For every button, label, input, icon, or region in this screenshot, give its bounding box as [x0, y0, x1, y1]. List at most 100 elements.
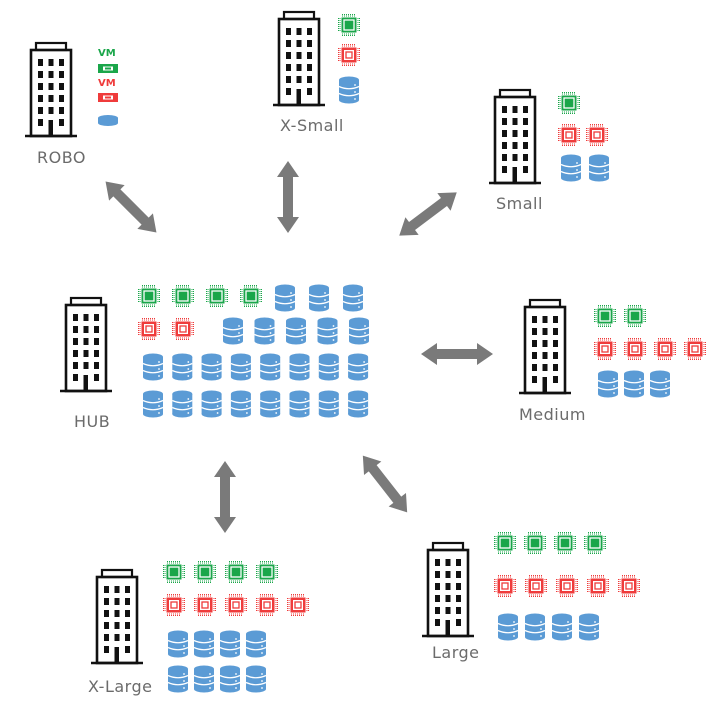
hub-storage-icon — [230, 352, 252, 382]
large-standby-vm-icon — [586, 574, 610, 598]
hub-storage-icon — [347, 389, 369, 419]
hub-building-icon — [58, 296, 114, 393]
medium-standby-vm-icon — [653, 337, 677, 361]
hub-storage-icon — [342, 283, 364, 313]
large-standby-vm-icon — [524, 574, 548, 598]
x-small-active-vm-icon — [337, 13, 361, 37]
bidirectional-arrow-hub-x-large — [214, 461, 236, 533]
large-storage-icon — [551, 612, 573, 642]
hub-storage-icon — [142, 389, 164, 419]
x-small-label: X-Small — [280, 116, 344, 135]
large-active-vm-icon — [553, 531, 577, 555]
hub-storage-icon — [308, 283, 330, 313]
large-storage-icon — [578, 612, 600, 642]
medium-standby-vm-icon — [623, 337, 647, 361]
bidirectional-arrow-hub-x-small — [277, 161, 299, 233]
hub-active-vm-icon — [171, 284, 195, 308]
x-large-active-vm-icon — [255, 560, 279, 584]
hub-storage-icon — [318, 352, 340, 382]
medium-building-icon — [517, 298, 573, 395]
x-large-storage-icon — [193, 629, 215, 659]
x-large-active-vm-icon — [224, 560, 248, 584]
x-large-label: X-Large — [88, 677, 153, 696]
large-standby-vm-icon — [555, 574, 579, 598]
x-small-building-icon — [271, 10, 327, 107]
hub-storage-icon — [288, 389, 311, 419]
x-large-standby-vm-icon — [224, 593, 248, 617]
hub-storage-icon — [259, 389, 281, 419]
x-large-active-vm-icon — [162, 560, 186, 584]
robo-active-vm-tag: VM — [98, 48, 116, 59]
hub-storage-icon — [285, 316, 307, 346]
hub-storage-icon — [230, 389, 252, 419]
medium-storage-icon — [623, 369, 645, 399]
hub-active-vm-icon — [137, 284, 161, 308]
hub-storage-icon — [171, 389, 193, 419]
large-label: Large — [432, 643, 480, 662]
hub-storage-icon — [253, 316, 276, 346]
robo-storage-icon — [98, 115, 118, 126]
x-large-storage-icon — [167, 664, 189, 694]
medium-label: Medium — [519, 405, 586, 424]
x-large-standby-vm-icon — [193, 593, 217, 617]
hub-storage-icon — [274, 283, 296, 313]
x-small-standby-vm-icon — [337, 43, 361, 67]
large-active-vm-icon — [493, 531, 517, 555]
small-active-vm-icon — [557, 91, 581, 115]
medium-standby-vm-icon — [593, 337, 617, 361]
bidirectional-arrow-hub-robo — [97, 173, 165, 241]
large-storage-icon — [524, 612, 546, 642]
x-large-storage-icon — [167, 629, 189, 659]
hub-label: HUB — [74, 412, 111, 431]
hub-storage-icon — [200, 389, 223, 419]
robo-building-icon — [23, 41, 79, 138]
x-large-storage-icon — [245, 629, 267, 659]
x-large-active-vm-icon — [193, 560, 217, 584]
x-large-storage-icon — [219, 629, 241, 659]
small-building-icon — [487, 88, 543, 185]
medium-storage-icon — [649, 369, 671, 399]
large-active-vm-icon — [583, 531, 607, 555]
medium-active-vm-icon — [593, 304, 617, 328]
large-active-vm-icon — [523, 531, 547, 555]
x-large-standby-vm-icon — [162, 593, 186, 617]
hub-storage-icon — [347, 352, 369, 382]
hub-standby-vm-icon — [137, 317, 161, 341]
small-label: Small — [496, 194, 543, 213]
bidirectional-arrow-hub-large — [354, 448, 416, 520]
robo-standby-vm-icon — [98, 93, 118, 102]
hub-storage-icon — [288, 352, 311, 382]
robo-standby-vm-tag: VM — [98, 78, 116, 89]
x-large-standby-vm-icon — [255, 593, 279, 617]
large-standby-vm-icon — [493, 574, 517, 598]
hub-standby-vm-icon — [171, 317, 195, 341]
x-large-storage-icon — [245, 664, 267, 694]
large-storage-icon — [497, 612, 519, 642]
large-standby-vm-icon — [617, 574, 641, 598]
medium-storage-icon — [597, 369, 619, 399]
small-storage-icon — [560, 153, 582, 183]
robo-label: ROBO — [37, 148, 86, 167]
bidirectional-arrow-hub-medium — [421, 343, 493, 365]
hub-storage-icon — [316, 316, 339, 346]
small-standby-vm-icon — [585, 123, 609, 147]
x-large-storage-icon — [219, 664, 241, 694]
x-large-standby-vm-icon — [286, 593, 310, 617]
x-large-storage-icon — [193, 664, 215, 694]
small-storage-icon — [588, 153, 610, 183]
hub-storage-icon — [348, 316, 370, 346]
medium-standby-vm-icon — [683, 337, 707, 361]
hub-storage-icon — [200, 352, 223, 382]
hub-storage-icon — [318, 389, 340, 419]
medium-active-vm-icon — [623, 304, 647, 328]
bidirectional-arrow-hub-small — [392, 183, 464, 245]
large-building-icon — [420, 541, 476, 638]
hub-active-vm-icon — [205, 284, 229, 308]
hub-storage-icon — [222, 316, 244, 346]
hub-active-vm-icon — [239, 284, 263, 308]
x-large-building-icon — [89, 568, 145, 665]
small-standby-vm-icon — [557, 123, 581, 147]
hub-storage-icon — [259, 352, 281, 382]
